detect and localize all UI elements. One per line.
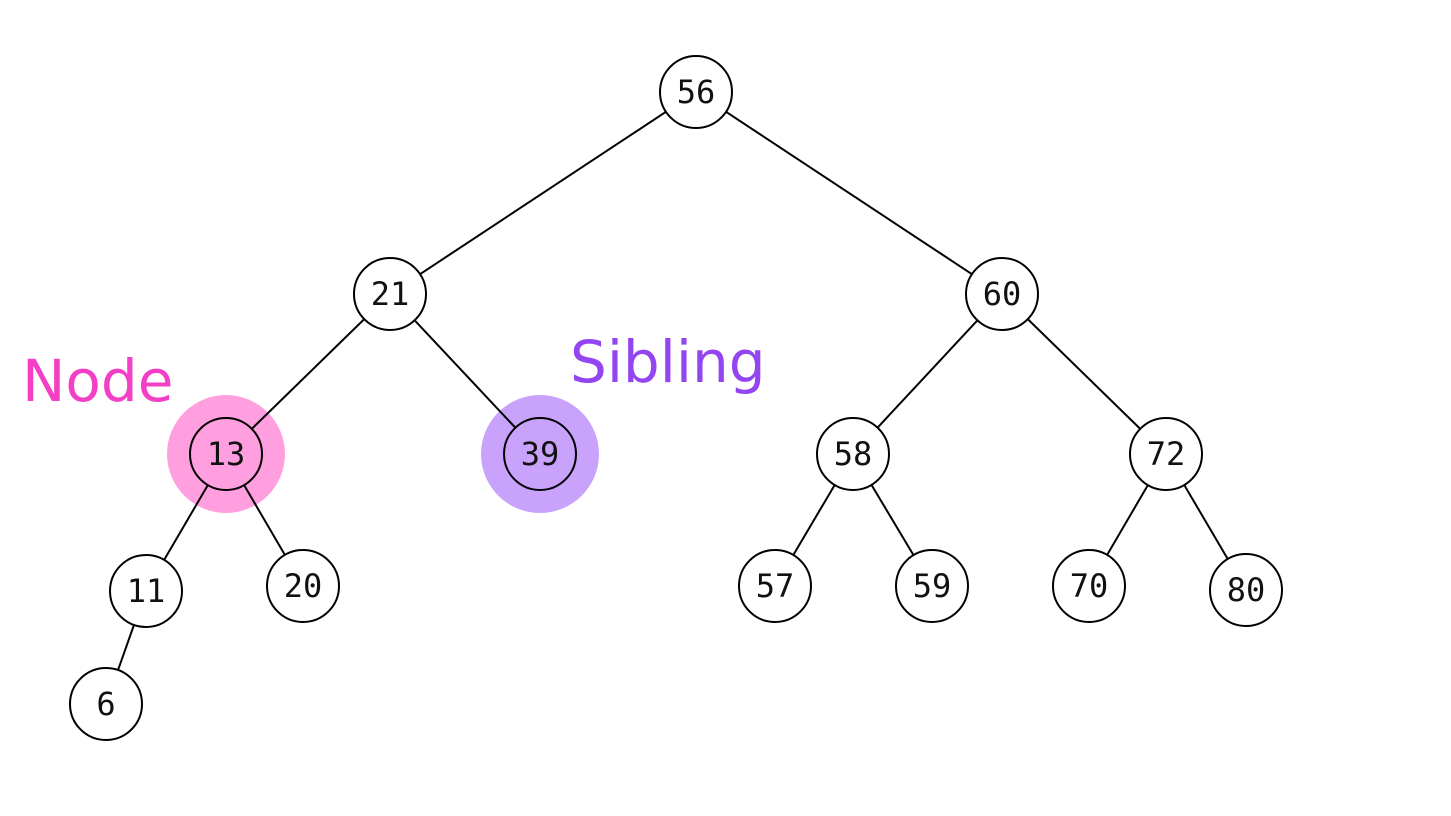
node-circle [965, 257, 1039, 331]
edge-60-72 [1027, 318, 1141, 430]
edge-56-21 [419, 110, 667, 276]
node-circle [189, 417, 263, 491]
node-layer: 56 21 60 13 39 58 72 11 20 57 59 70 80 6 [69, 55, 1283, 741]
tree-node-59: 59 [895, 549, 969, 623]
tree-node-56: 56 [659, 55, 733, 129]
node-circle [503, 417, 577, 491]
tree-node-13: 13 [189, 417, 263, 491]
tree-node-80: 80 [1209, 553, 1283, 627]
tree-node-6: 6 [69, 667, 143, 741]
node-circle [1209, 553, 1283, 627]
node-value: 56 [677, 73, 716, 111]
node-value: 11 [127, 572, 166, 610]
node-circle [266, 549, 340, 623]
tree-node-11: 11 [109, 554, 183, 628]
node-value: 80 [1227, 571, 1266, 609]
node-circle [738, 549, 812, 623]
edge-21-13 [251, 318, 365, 430]
edge-58-57 [792, 484, 836, 556]
edge-60-58 [876, 319, 979, 429]
edge-72-80 [1183, 484, 1229, 560]
tree-node-72: 72 [1129, 417, 1203, 491]
node-value: 13 [207, 435, 246, 473]
tree-node-39: 39 [503, 417, 577, 491]
edge-11-6 [117, 624, 135, 671]
edge-72-70 [1106, 484, 1149, 556]
edge-13-20 [243, 484, 286, 556]
node-value: 70 [1070, 567, 1109, 605]
node-value: 6 [96, 685, 115, 723]
edge-layer [117, 110, 1229, 671]
tree-node-70: 70 [1052, 549, 1126, 623]
node-value: 60 [983, 275, 1022, 313]
tree-node-58: 58 [816, 417, 890, 491]
node-circle [109, 554, 183, 628]
edge-21-39 [413, 319, 517, 429]
node-value: 20 [284, 567, 323, 605]
node-value: 72 [1147, 435, 1186, 473]
node-label: Node [22, 347, 174, 415]
node-value: 59 [913, 567, 952, 605]
node-circle [895, 549, 969, 623]
tree-node-21: 21 [353, 257, 427, 331]
node-circle [353, 257, 427, 331]
node-circle [816, 417, 890, 491]
node-circle [1052, 549, 1126, 623]
node-circle [659, 55, 733, 129]
tree-node-57: 57 [738, 549, 812, 623]
node-circle [1129, 417, 1203, 491]
node-circle [69, 667, 143, 741]
node-value: 57 [756, 567, 795, 605]
tree-node-20: 20 [266, 549, 340, 623]
edge-56-60 [725, 110, 973, 276]
edge-13-11 [163, 484, 209, 561]
sibling-label: Sibling [570, 328, 766, 396]
tree-node-60: 60 [965, 257, 1039, 331]
edge-58-59 [870, 484, 915, 556]
node-value: 39 [521, 435, 560, 473]
node-value: 21 [371, 275, 410, 313]
node-value: 58 [834, 435, 873, 473]
